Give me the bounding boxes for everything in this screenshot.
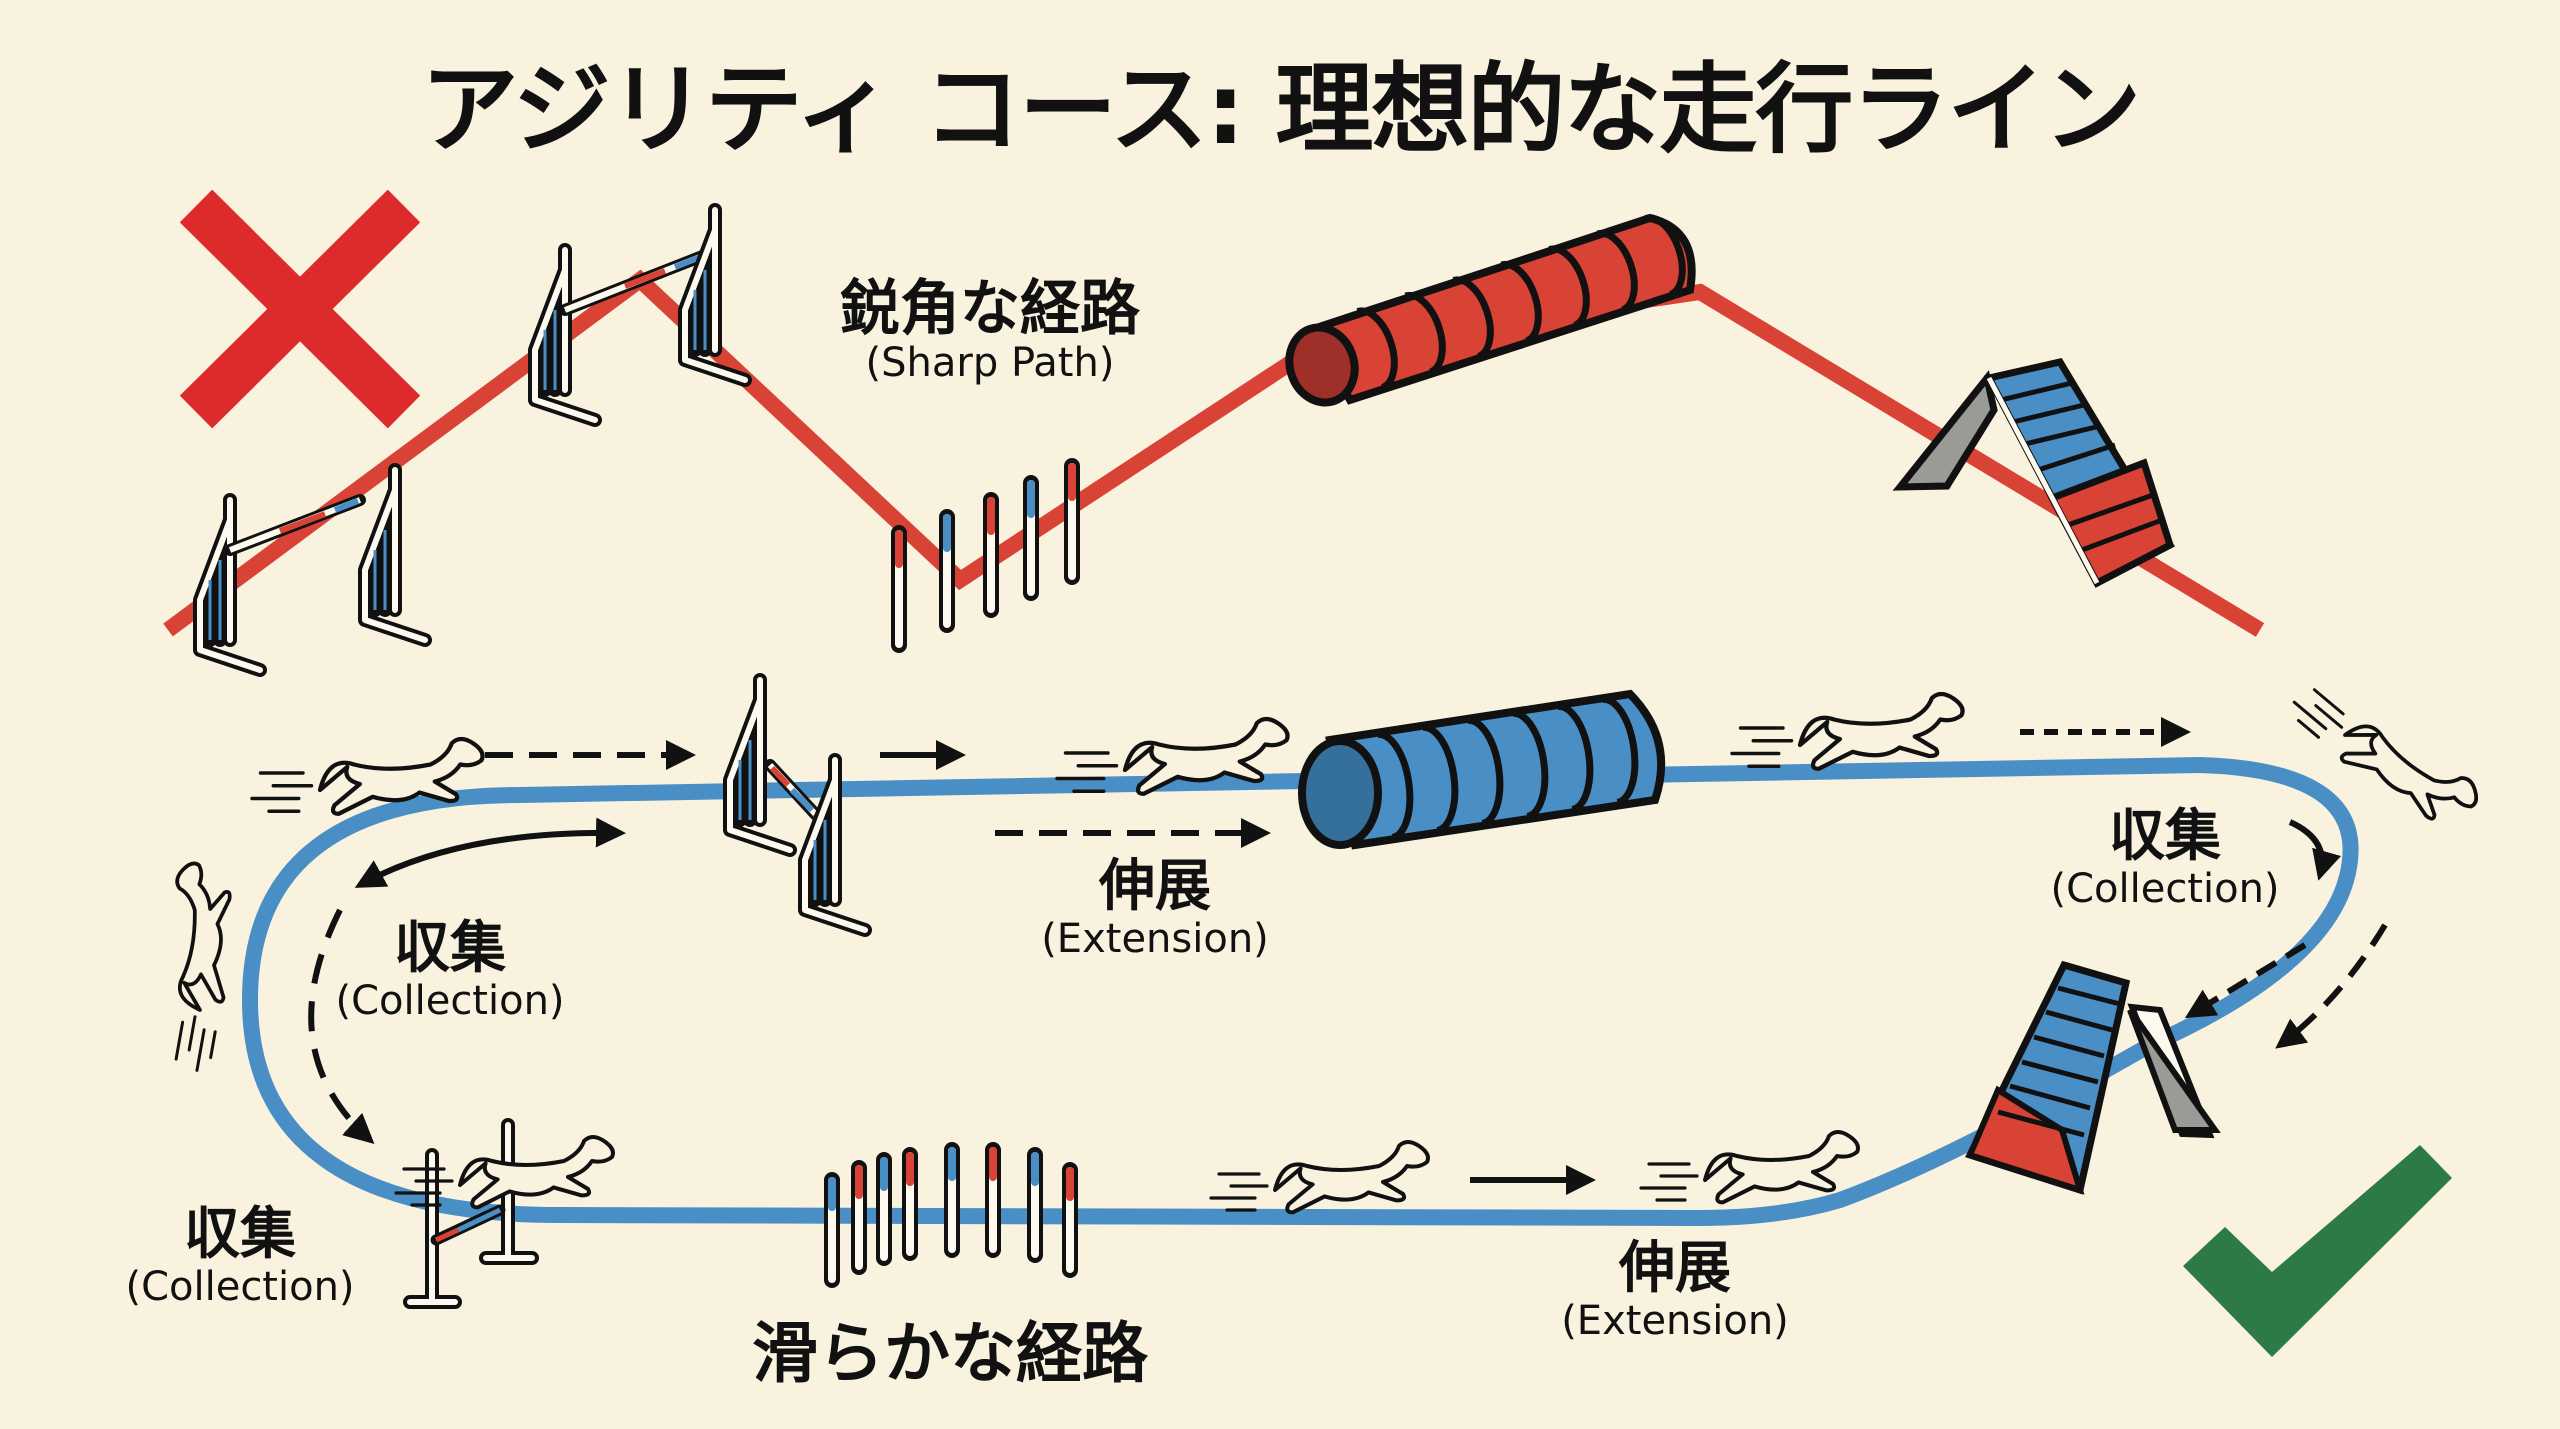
smooth-path-section xyxy=(143,660,2486,1357)
tunnel-ring xyxy=(1500,260,1542,345)
collection-label-right: 収集 (Collection) xyxy=(2050,804,2280,912)
sharp-path-label: 鋭角な経路 (Sharp Path) xyxy=(840,274,1140,386)
tunnel-ring xyxy=(1557,702,1594,813)
dog-icon xyxy=(143,859,248,1075)
tunnel-ring xyxy=(1596,229,1638,314)
tunnel-ring xyxy=(1512,709,1549,820)
smooth-path-label: 滑らかな経路 xyxy=(752,1315,1148,1392)
tunnel-ring xyxy=(1644,214,1686,298)
weave-pole xyxy=(1064,458,1080,585)
weave-pole xyxy=(891,525,907,653)
tunnel-icon xyxy=(1298,689,1666,850)
weave-pole xyxy=(902,1147,918,1261)
dashed-arrow xyxy=(2184,942,2307,1019)
weave-pole xyxy=(1027,1147,1043,1263)
dog-icon xyxy=(1732,694,1963,769)
weave-pole xyxy=(1023,475,1039,601)
direction-arrows xyxy=(308,717,2388,1195)
tunnel-ring xyxy=(1467,716,1504,827)
tunnel-ring xyxy=(1377,730,1414,841)
tunnel-ring xyxy=(1356,307,1398,391)
weave-pole xyxy=(985,1142,1001,1258)
smooth-path-line xyxy=(241,756,2359,1227)
extension-label-bottom: 伸展 (Extension) xyxy=(1561,1236,1789,1344)
jump-obstacle-icon xyxy=(200,470,425,670)
tunnel-ring xyxy=(1422,723,1459,834)
dashed-curve-arrow xyxy=(308,908,375,1145)
weave-pole xyxy=(876,1152,892,1266)
sharp-path-section xyxy=(163,189,2265,670)
weave-pole xyxy=(939,509,955,633)
weave-pole xyxy=(824,1172,840,1288)
tunnel-ring xyxy=(1452,276,1494,360)
tunnel-ring xyxy=(1602,695,1639,806)
weave-poles-icon xyxy=(824,1142,1078,1288)
dog-icon xyxy=(1211,1142,1428,1212)
jump-obstacle-icon xyxy=(730,680,865,930)
weave-pole xyxy=(1062,1162,1078,1278)
collection-label-left: 収集 (Collection) xyxy=(335,916,565,1024)
tunnel-icon xyxy=(1285,213,1696,407)
weave-pole xyxy=(851,1160,867,1275)
page-title: アジリティ コース: 理想的な走行ライン xyxy=(420,53,2142,167)
cross-icon xyxy=(179,189,421,429)
weave-pole xyxy=(983,492,999,618)
tunnel-ring xyxy=(1404,291,1446,376)
jump-obstacle-icon xyxy=(403,1118,539,1309)
double-arrow xyxy=(354,817,626,888)
a-frame-icon xyxy=(1892,358,2175,588)
dog-icon xyxy=(2283,660,2486,846)
extension-label-top: 伸展 (Extension) xyxy=(1041,854,1269,962)
a-frame-icon xyxy=(1965,960,2221,1195)
dog-icon xyxy=(1641,1132,1858,1202)
weave-poles-icon xyxy=(891,458,1080,653)
curve-arrow xyxy=(2288,819,2342,881)
dashed-curve-arrow xyxy=(2275,923,2388,1049)
check-icon xyxy=(2183,1145,2452,1357)
dog-icon xyxy=(252,739,483,814)
tunnel-ring xyxy=(1548,245,1590,329)
weave-pole xyxy=(944,1142,960,1258)
collection-label-bottom-left: 収集 (Collection) xyxy=(125,1202,355,1310)
jump-obstacle-icon xyxy=(535,210,745,420)
